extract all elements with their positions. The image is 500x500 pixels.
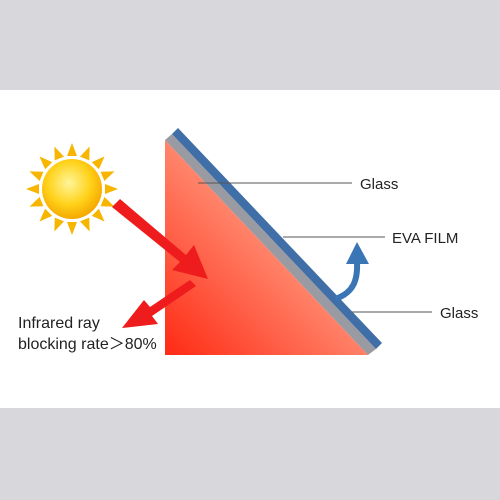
- infrared-caption-line2: blocking rate＞80%: [18, 336, 157, 353]
- glass-top-label: Glass: [360, 176, 398, 193]
- reflected-ray-arrow: [335, 242, 369, 301]
- glass-bottom-label: Glass: [440, 305, 478, 322]
- eva-film-label: EVA FILM: [392, 230, 458, 247]
- infrared-caption: Infrared ray blocking rate＞80%: [18, 313, 188, 355]
- blocked-ray-arrow: [122, 280, 196, 328]
- eva-layer: [165, 134, 376, 355]
- infrared-caption-line1: Infrared ray: [18, 315, 100, 332]
- sun-icon: [26, 143, 118, 235]
- incoming-ray-arrow: [112, 199, 208, 279]
